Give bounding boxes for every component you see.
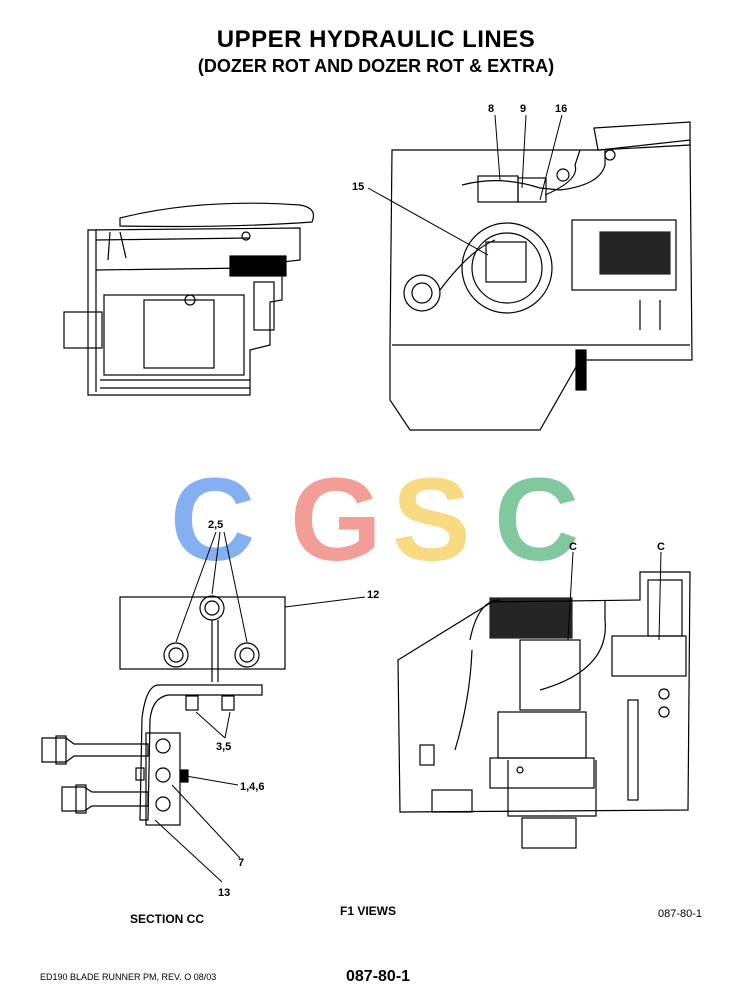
callout-16: 16 (555, 103, 567, 115)
callout-1-4-6: 1,4,6 (240, 781, 264, 793)
callout-12: 12 (367, 589, 379, 601)
footer-revision: ED190 BLADE RUNNER PM, REV. O 08/03 (40, 972, 217, 982)
watermark-letter-2: G (290, 454, 382, 586)
callout-3-5: 3,5 (216, 741, 231, 753)
section-caption: SECTION CC (130, 912, 205, 926)
top-left-view (63, 202, 315, 396)
page-title: UPPER HYDRAULIC LINES (216, 26, 536, 53)
callout-c-left: C (569, 541, 577, 553)
callout-2-5: 2,5 (208, 519, 223, 531)
section-cc-view (41, 595, 286, 826)
watermark-letter-3: S (392, 454, 471, 586)
drawing-code: 087-80-1 (658, 908, 703, 920)
f1-view (397, 571, 691, 849)
callout-8: 8 (488, 103, 494, 115)
views-caption: F1 VIEWS (340, 904, 397, 918)
footer-page-number: 087-80-1 (346, 968, 411, 985)
page-subtitle: (DOZER ROT AND DOZER ROT & EXTRA) (197, 56, 555, 76)
top-right-view (389, 121, 693, 431)
leader-lines (154, 114, 662, 883)
watermark-letter-1: C (170, 454, 256, 586)
callout-9: 9 (520, 103, 526, 115)
callout-7: 7 (238, 857, 244, 869)
callout-13: 13 (218, 887, 230, 899)
watermark-letter-4: C (494, 454, 580, 586)
callout-15: 15 (352, 181, 364, 193)
callout-c-right: C (657, 541, 665, 553)
